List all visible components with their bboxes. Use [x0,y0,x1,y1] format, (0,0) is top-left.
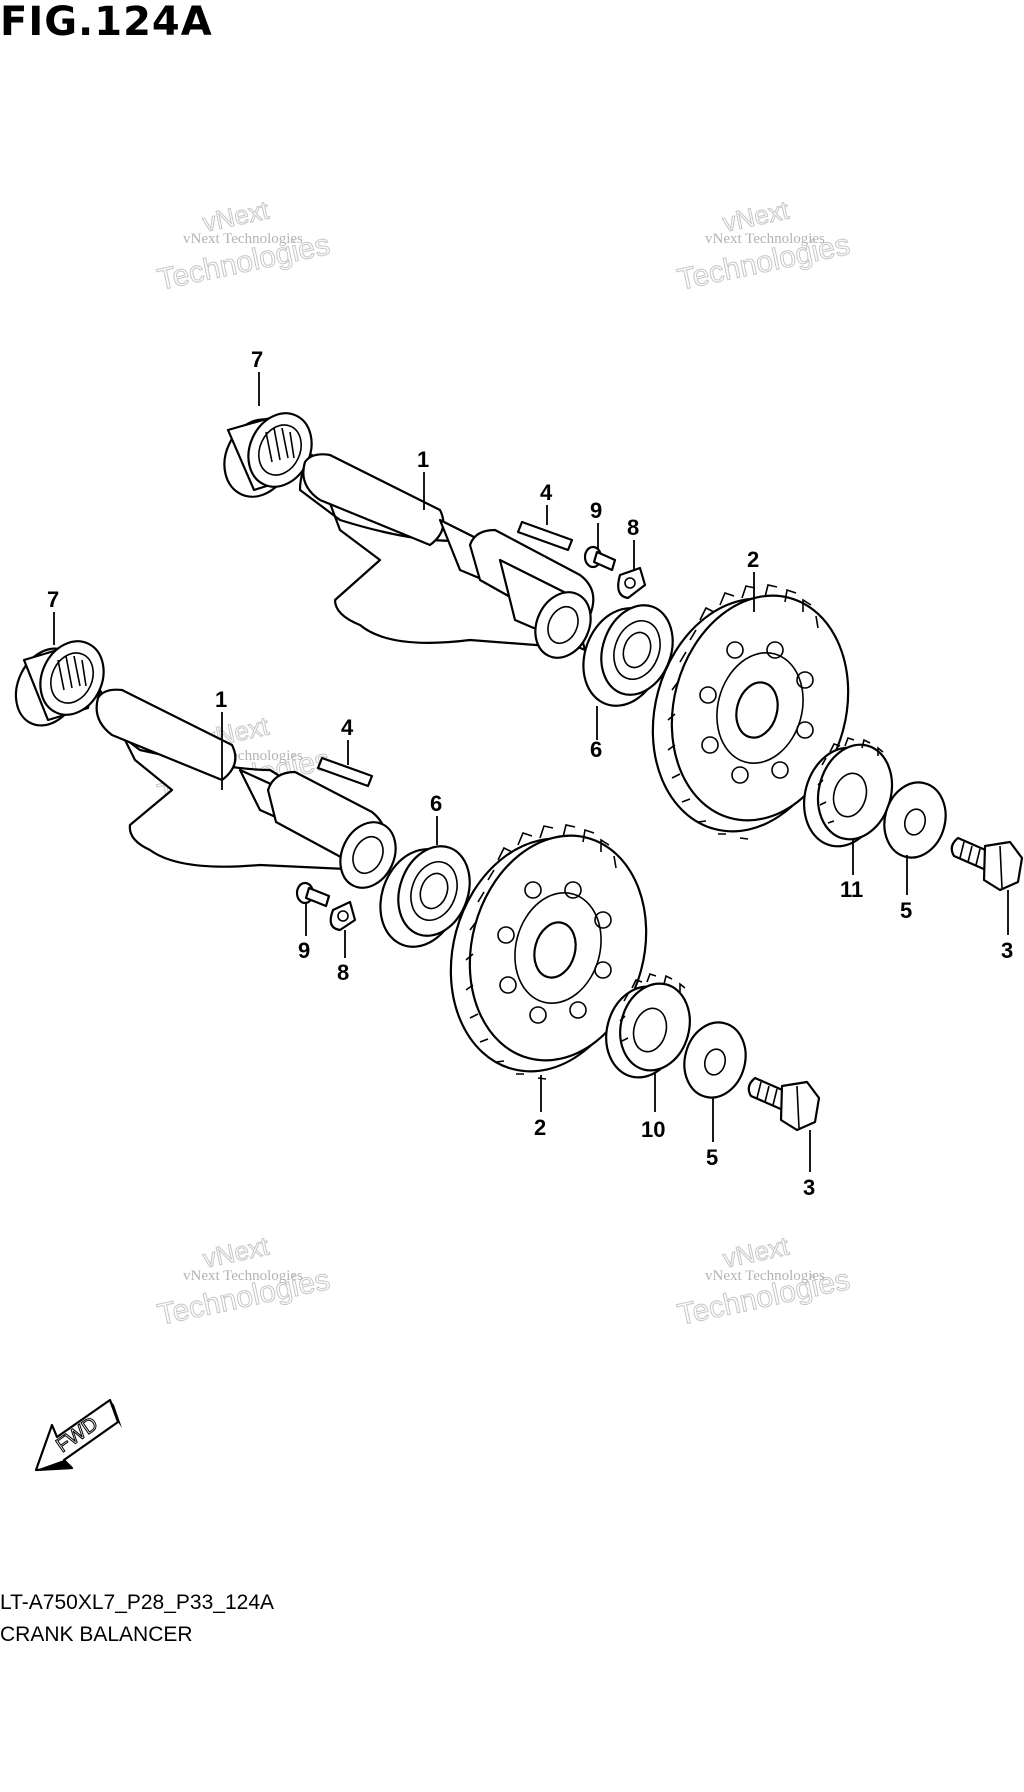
lock-washer-lower [329,900,357,932]
callout-1-lower: 1 [215,687,227,712]
forward-arrow-icon: FWD [34,1398,122,1472]
svg-text:vNext Technologies: vNext Technologies [183,231,303,247]
callout-11: 11 [840,877,863,902]
model-code: LT-A750XL7_P28_P33_124A [0,1591,275,1614]
needle-bearing-lower [14,640,105,727]
callout-7-upper: 7 [251,347,263,372]
sensor-gear-10 [605,972,691,1079]
bolt-upper [950,836,1024,892]
callout-1-upper: 1 [417,447,429,472]
lock-washer-upper [617,566,647,600]
callout-10: 10 [641,1117,665,1142]
watermark-top-left: vNext Technologies Technologies vNext [154,194,333,297]
callout-3-lower: 3 [803,1175,815,1200]
svg-text:vNext Technologies: vNext Technologies [705,1268,825,1284]
sensor-gear-11 [802,736,894,848]
callout-2-upper: 2 [747,547,759,572]
watermark-bottom-right: vNext Technologies Technologies vNext [674,1230,853,1332]
washer-upper [883,781,947,859]
callout-6-lower: 6 [430,791,442,816]
callout-6-upper: 6 [590,737,602,762]
svg-text:vNext Technologies: vNext Technologies [183,1268,303,1284]
callout-3-upper: 3 [1001,938,1013,963]
watermark-top-right: vNext Technologies Technologies vNext [674,194,853,297]
balancer-shaft-lower [95,688,397,889]
callout-4-upper: 4 [540,480,553,505]
washer-lower [683,1021,747,1099]
svg-text:vNext Technologies: vNext Technologies [705,231,825,247]
balancer-shaft-upper [298,453,595,659]
bolt-lower [747,1076,821,1132]
callout-8-lower: 8 [337,960,349,985]
callout-2-lower: 2 [534,1115,546,1140]
callout-5-upper: 5 [900,898,912,923]
ball-bearing-upper [582,604,674,707]
key-upper [516,520,574,552]
callout-8-upper: 8 [627,515,639,540]
bolt-small-upper [583,545,617,572]
watermark-bottom-left: vNext Technologies Technologies vNext [154,1230,333,1332]
balancer-gear-lower [449,824,648,1080]
callout-4-lower: 4 [341,715,354,740]
diagram-caption: CRANK BALANCER [0,1623,193,1646]
key-lower [316,756,374,788]
ball-bearing-lower [379,845,471,948]
bolt-small-lower [295,881,331,908]
figure-title: FIG.124A [0,0,213,45]
callout-9-upper: 9 [590,498,602,523]
balancer-gear-upper [651,584,850,840]
needle-bearing-upper [223,412,313,498]
callout-7-lower: 7 [47,587,59,612]
leader-lines [53,372,1009,1172]
callout-9-lower: 9 [298,938,310,963]
callout-5-lower: 5 [706,1145,718,1170]
